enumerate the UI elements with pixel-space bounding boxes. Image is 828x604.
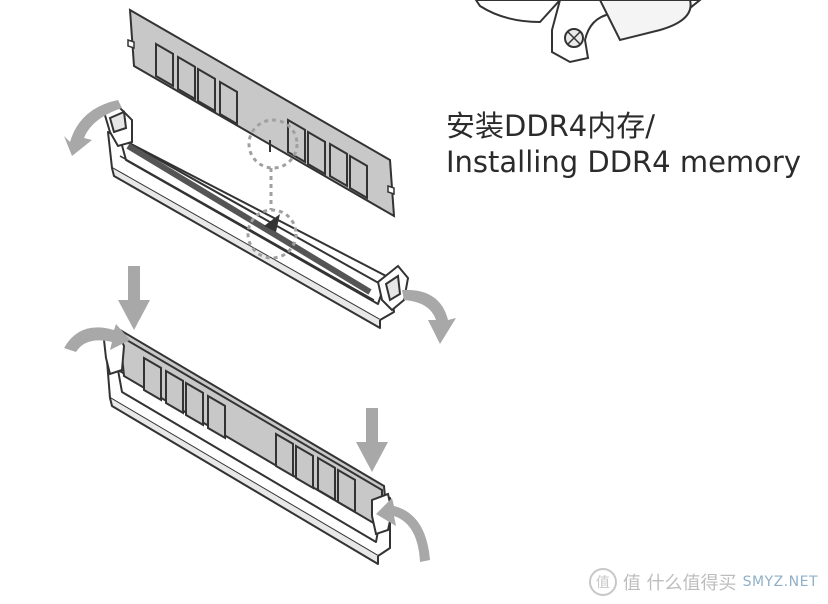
push-down-arrow-left [118,266,150,330]
memory-chip-top-8 [349,154,368,200]
memory-chip-bottom-8 [337,468,356,514]
memory-chip-bottom-4 [207,394,226,440]
latch-right-top [376,264,410,312]
caption-line-zh: 安装DDR4内存/ [446,109,656,143]
ddr4-module-bottom [118,328,388,530]
memory-chip-top-6 [307,130,326,176]
watermark-text: 值 什么值得买 [622,573,737,594]
open-arrow-right-top [402,289,456,344]
memory-chip-top-7 [329,142,348,188]
memory-chip-bottom-2 [165,369,184,415]
memory-chip-bottom-1 [143,356,162,402]
memory-chip-top-1 [155,42,174,88]
memory-chip-bottom-3 [185,381,204,427]
cpu-cooler-fragment [474,0,702,64]
caption-line-en: Installing DDR4 memory [446,145,802,179]
ddr4-module-top [127,8,396,218]
watermark-site: SMYZ.NET [742,574,818,590]
close-arrow-left-bottom [64,324,130,352]
push-down-arrow-right [356,408,388,472]
watermark-logo-icon: 值 [588,568,617,596]
memory-chip-top-2 [177,55,196,101]
memory-chip-top-4 [219,80,238,126]
notch-alignment-guide [246,118,299,260]
memory-chips-bottom [143,356,356,514]
memory-chip-bottom-5 [275,432,294,478]
memory-chip-bottom-7 [317,456,336,502]
open-arrow-left-top [64,100,122,156]
watermark: 值 值 什么值得买 SMYZ.NET [588,568,818,596]
memory-chip-top-3 [197,67,216,113]
close-arrow-right-bottom [376,498,430,562]
caption: 安装DDR4内存/ Installing DDR4 memory [446,108,816,180]
memory-chips-top [155,42,368,200]
slot-key-notch [264,214,280,232]
memory-chip-bottom-6 [295,444,314,490]
